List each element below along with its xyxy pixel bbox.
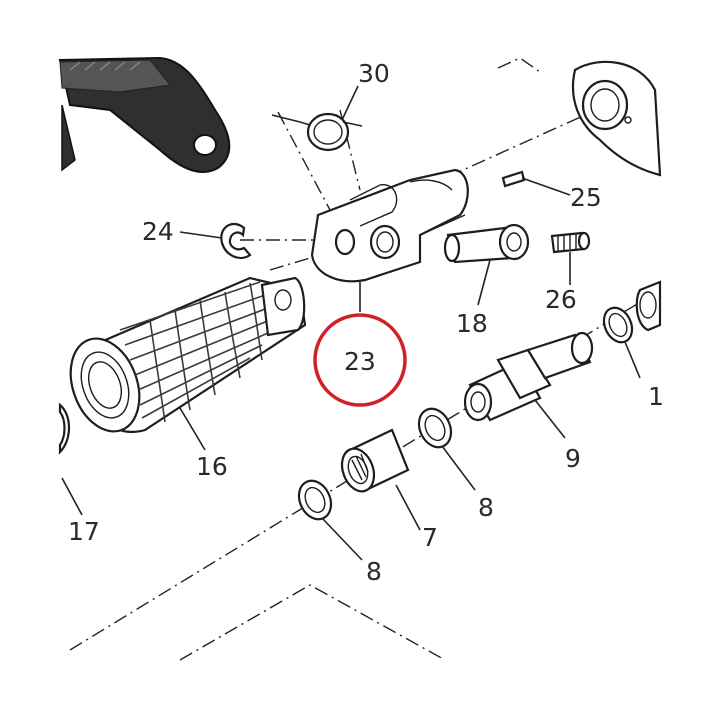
label-16: 16 <box>196 452 228 481</box>
edge-ring <box>58 402 71 455</box>
label-7: 7 <box>422 523 438 552</box>
torsion-spring <box>271 112 363 152</box>
footpeg <box>69 276 307 433</box>
label-23: 23 <box>344 347 376 376</box>
lever-arm <box>58 56 231 173</box>
label-1: 1 <box>648 382 664 411</box>
label-8-upper: 8 <box>478 493 494 522</box>
label-8-lower: 8 <box>366 557 382 586</box>
label-17: 17 <box>68 517 100 546</box>
highlight-circle <box>313 313 407 407</box>
washer-upper <box>417 407 453 449</box>
label-26: 26 <box>545 285 577 314</box>
e-clip <box>220 222 252 260</box>
edge-bearing <box>635 280 662 332</box>
label-24: 24 <box>142 217 174 246</box>
label-25: 25 <box>570 183 602 212</box>
stepped-shaft <box>463 331 594 422</box>
frame-bracket <box>571 60 662 177</box>
label-18: 18 <box>456 309 488 338</box>
label-30: 30 <box>358 59 390 88</box>
pin <box>501 170 526 188</box>
leader-lines <box>61 85 641 561</box>
part-labels: 30 25 24 26 18 23 16 1 9 8 7 8 17 <box>68 59 664 586</box>
set-screw <box>550 231 591 254</box>
needle-bearing <box>340 428 410 493</box>
washer-lower <box>297 479 333 521</box>
clevis-pin <box>443 223 530 264</box>
footpeg-bracket <box>310 168 469 283</box>
washer-right <box>602 306 634 344</box>
label-9: 9 <box>565 444 581 473</box>
